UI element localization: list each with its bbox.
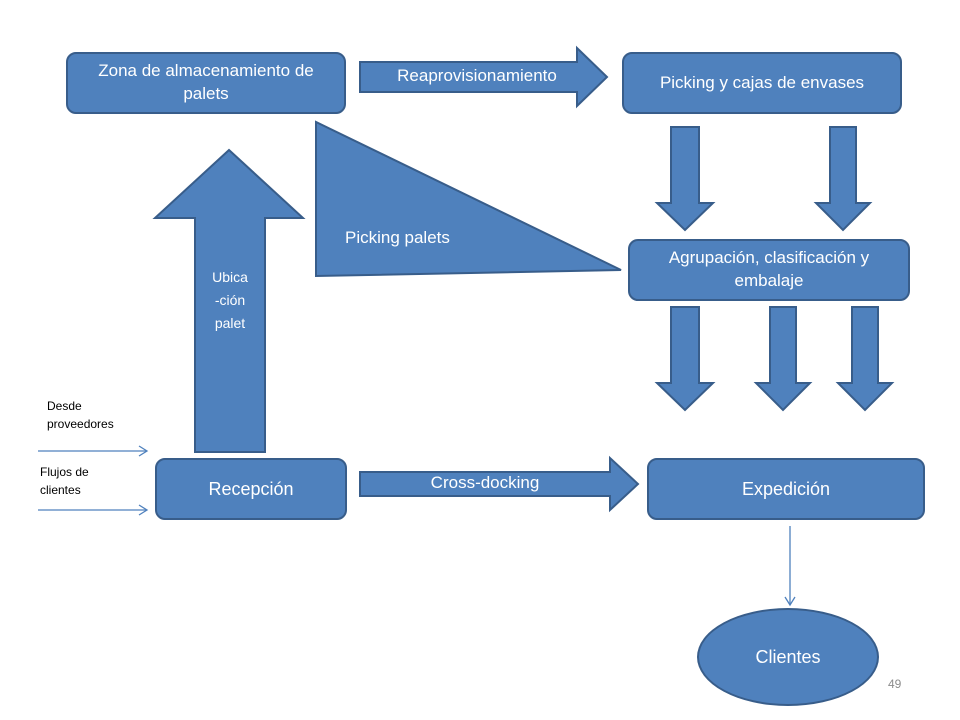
down-arrow-2 [813,126,873,232]
clientes-label: Clientes [755,646,821,667]
ubicacion-line-1: Ubica [212,269,248,285]
down-arrow-1 [654,126,716,232]
down-arrow-5 [835,306,895,412]
picking-cajas-label: Picking y cajas de envases [659,72,865,92]
cross-docking-label: Cross-docking [430,473,540,492]
flujos-clientes-arrowhead [138,504,149,516]
expedicion-box: Expedición [647,458,925,520]
ubicacion-line-3: palet [214,315,246,332]
picking-palets-label: Picking palets [345,228,450,247]
expedicion-clientes-arrowhead [784,596,796,607]
flujos-clientes-label: Flujos de clientes [40,463,89,499]
zona-almacenamiento-label: Zona de almacenamiento de palets [98,61,314,103]
desde-proveedores-arrowhead [138,445,149,457]
picking-palets-triangle [315,120,622,278]
zona-almacenamiento-box: Zona de almacenamiento de palets [66,52,346,114]
ubicacion-palet-arrow [152,148,306,453]
desde-proveedores-label: Desde proveedores [47,397,114,433]
down-arrow-3 [654,306,716,412]
agrupacion-label: Agrupación, clasificación y embalaje [668,248,870,290]
expedicion-label: Expedición [741,478,831,499]
recepcion-box: Recepción [155,458,347,520]
ubicacion-palet-label: Ubica -ción palet [195,266,265,335]
cross-docking-arrow [359,455,640,513]
desde-line-1: Desde [47,399,82,413]
recepcion-label: Recepción [208,478,294,499]
clientes-ellipse: Clientes [697,608,879,706]
desde-line-2: proveedores [47,417,114,431]
reaprovisionamiento-arrow [359,45,609,109]
picking-cajas-box: Picking y cajas de envases [622,52,902,114]
ubicacion-line-2: -ción [214,292,246,309]
flujos-line-1: Flujos de [40,465,89,479]
flujos-line-2: clientes [40,483,81,497]
down-arrow-4 [753,306,813,412]
agrupacion-box: Agrupación, clasificación y embalaje [628,239,910,301]
page-number: 49 [888,677,902,691]
reaprovisionamiento-label: Reaprovisionamiento [397,66,557,85]
